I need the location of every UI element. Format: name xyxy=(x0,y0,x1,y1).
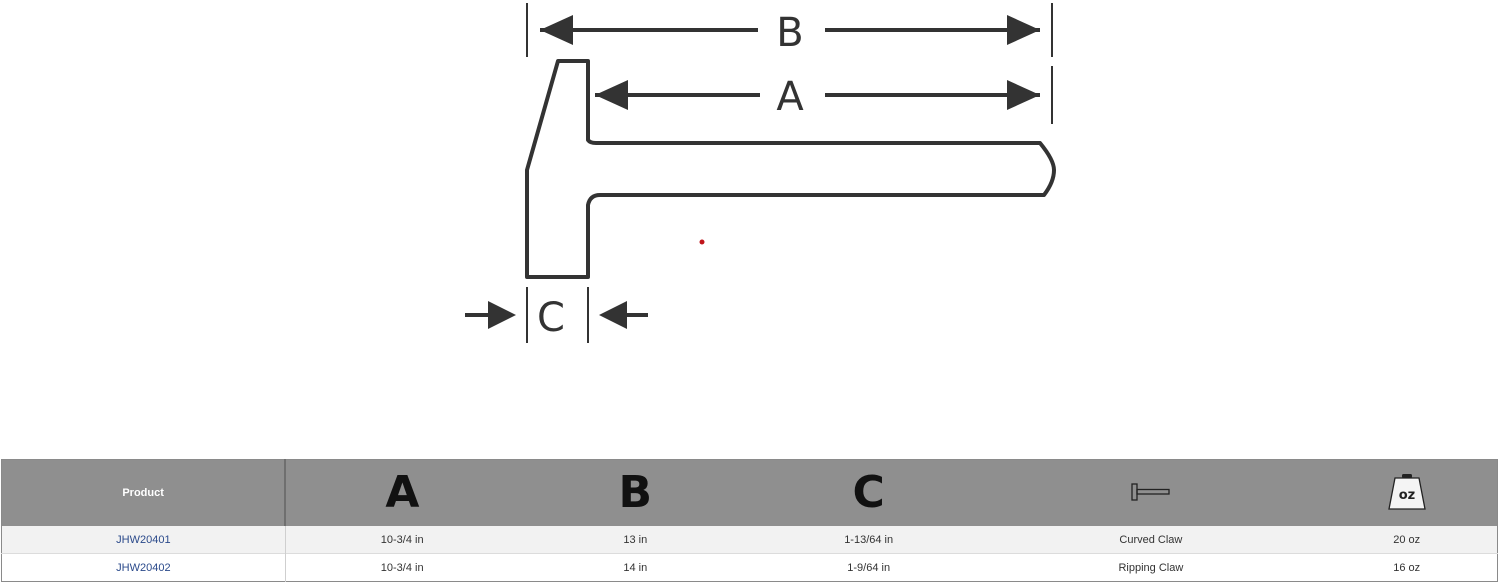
dimension-c-right-arrow xyxy=(599,301,627,329)
header-weight: oz xyxy=(1316,459,1498,526)
cell-c: 1-13/64 in xyxy=(751,526,986,554)
dimension-b-label: B xyxy=(776,10,803,56)
cell-type: Curved Claw xyxy=(985,526,1317,554)
cell-weight: 16 oz xyxy=(1316,553,1498,582)
cell-a: 10-3/4 in xyxy=(285,526,519,554)
cell-b: 14 in xyxy=(518,553,752,582)
hammer-icon xyxy=(1131,482,1170,501)
header-c-letter: C xyxy=(852,467,885,518)
header-type xyxy=(985,459,1317,526)
header-a: A xyxy=(285,459,519,526)
hammer-dimension-diagram: B A C xyxy=(465,3,1056,343)
cell-c: 1-9/64 in xyxy=(751,553,986,582)
table-row: JHW20402 10-3/4 in 14 in 1-9/64 in Rippi… xyxy=(1,553,1498,582)
marker-dot xyxy=(699,239,705,245)
dimension-c xyxy=(465,287,648,343)
dimension-a-left-arrow xyxy=(595,80,628,110)
weight-icon-label: oz xyxy=(1398,488,1415,503)
product-link-jhw20401[interactable]: JHW20401 xyxy=(116,533,171,546)
cell-type: Ripping Claw xyxy=(985,553,1317,582)
header-b: B xyxy=(518,459,752,526)
header-b-letter: B xyxy=(618,467,653,518)
cell-weight: 20 oz xyxy=(1316,526,1498,554)
header-product: Product xyxy=(1,459,287,526)
hammer-head-shape xyxy=(525,59,1056,279)
cell-product: JHW20401 xyxy=(1,526,286,554)
cell-a: 10-3/4 in xyxy=(285,553,519,582)
table-row: JHW20401 10-3/4 in 13 in 1-13/64 in Curv… xyxy=(1,526,1498,554)
dimension-b-right-arrow xyxy=(1007,15,1040,45)
dimension-c-label: C xyxy=(537,295,565,341)
dimension-b-left-arrow xyxy=(540,15,573,45)
header-a-letter: A xyxy=(385,467,420,518)
table-header-row: Product A B C oz xyxy=(1,459,1498,526)
cell-b: 13 in xyxy=(518,526,752,554)
dimension-c-left-arrow xyxy=(488,301,516,329)
dimension-a xyxy=(595,66,1053,124)
weight-icon: oz xyxy=(1387,473,1426,510)
header-c: C xyxy=(751,459,986,526)
dimension-a-right-arrow xyxy=(1007,80,1040,110)
dimension-a-label: A xyxy=(776,74,804,120)
dimension-b xyxy=(526,3,1053,57)
product-link-jhw20402[interactable]: JHW20402 xyxy=(116,561,171,574)
spec-table: Product A B C oz xyxy=(1,459,1498,582)
cell-product: JHW20402 xyxy=(1,553,286,582)
hammer-outline xyxy=(525,59,1056,279)
